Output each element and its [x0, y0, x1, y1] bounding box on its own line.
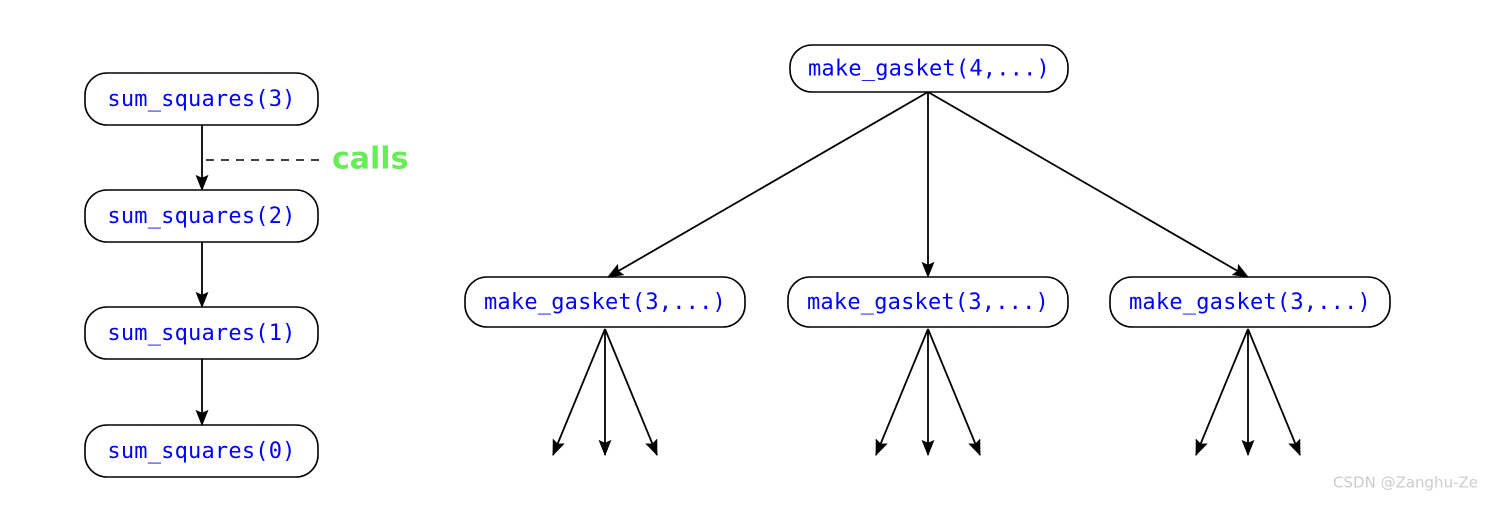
- node-box-ss0: [84, 424, 319, 478]
- node-box-ss2: [84, 189, 319, 243]
- node-label-mg3a: make_gasket(3,...): [484, 290, 726, 315]
- calls-annotation-label: calls: [332, 142, 408, 177]
- stub-edge-mg3c-2: [1247, 328, 1301, 456]
- stub-edge-mg3c-0: [1195, 328, 1249, 456]
- edge-mg4-to-mg3a: [607, 91, 929, 278]
- edge-mg4-to-mg3c: [927, 91, 1249, 278]
- node-label-ss1: sum_squares(1): [107, 321, 295, 346]
- linear-recursion-diagram: sum_squares(3) sum_squares(2) sum_squares(…: [84, 72, 408, 478]
- stub-edge-mg3b-2: [927, 328, 981, 456]
- node-mg3b[interactable]: make_gasket(3,...): [787, 276, 1069, 328]
- stub-edge-mg3a-0: [552, 328, 606, 456]
- stub-edge-mg3a-2: [604, 328, 658, 456]
- node-ss3[interactable]: sum_squares(3): [84, 72, 319, 126]
- node-mg4[interactable]: make_gasket(4,...): [789, 44, 1069, 93]
- node-box-ss1: [84, 306, 319, 360]
- node-mg3c[interactable]: make_gasket(3,...): [1109, 276, 1391, 328]
- stub-edge-mg3b-0: [875, 328, 929, 456]
- node-label-mg3b: make_gasket(3,...): [807, 290, 1049, 315]
- node-box-mg3a: [464, 276, 746, 328]
- node-ss2[interactable]: sum_squares(2): [84, 189, 319, 243]
- node-label-mg3c: make_gasket(3,...): [1129, 290, 1371, 315]
- node-label-mg4: make_gasket(4,...): [808, 57, 1050, 82]
- watermark-label: CSDN @Zanghu-Ze: [1333, 474, 1478, 492]
- node-ss1[interactable]: sum_squares(1): [84, 306, 319, 360]
- node-box-mg3c: [1109, 276, 1391, 328]
- node-label-ss2: sum_squares(2): [107, 204, 295, 229]
- node-mg3a[interactable]: make_gasket(3,...): [464, 276, 746, 328]
- node-box-ss3: [84, 72, 319, 126]
- node-label-ss3: sum_squares(3): [107, 87, 295, 112]
- node-box-mg4: [789, 44, 1069, 93]
- node-ss0[interactable]: sum_squares(0): [84, 424, 319, 478]
- tree-recursion-diagram: make_gasket(4,...) make_gasket(3,...) make…: [464, 44, 1391, 457]
- node-label-ss0: sum_squares(0): [107, 439, 295, 464]
- node-box-mg3b: [787, 276, 1069, 328]
